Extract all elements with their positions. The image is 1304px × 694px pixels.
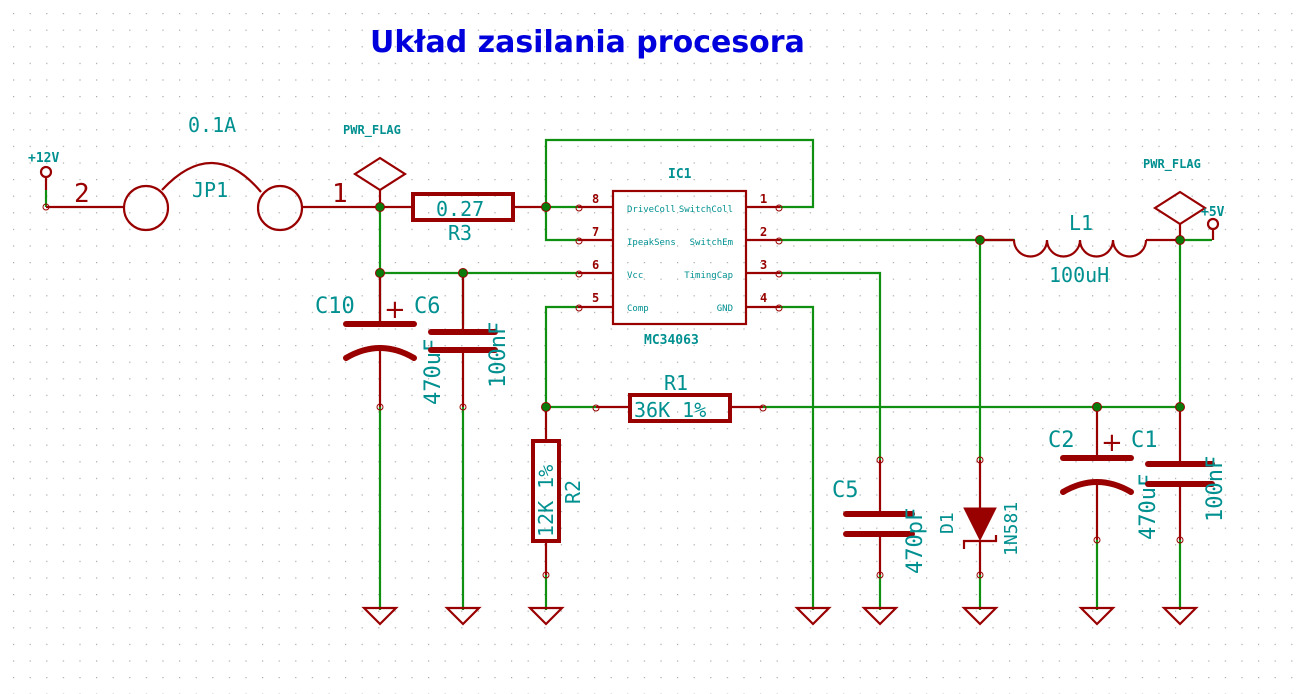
gnd-icon	[861, 606, 899, 626]
capacitor-c5[interactable]: C5 470pF	[832, 456, 928, 579]
pin-number: 3	[760, 258, 767, 272]
gnd-icon	[961, 606, 999, 626]
ic1-mc34063[interactable]: IC1 MC34063 8 DriveColl 7 IpeakSens 6 Vc…	[575, 167, 783, 348]
power-port-5v[interactable]: +5V	[1201, 205, 1225, 240]
c1-ref: C1	[1131, 428, 1158, 453]
ic1-pin-4[interactable]: 4 GND	[717, 291, 783, 314]
c1-value: 100nF	[1203, 456, 1228, 522]
c10-polarity: +	[384, 295, 406, 325]
junction-dot	[1175, 402, 1185, 412]
capacitor-c6[interactable]: C6 100nF	[414, 273, 511, 411]
vin-label: +12V	[28, 151, 59, 166]
vout-label: +5V	[1201, 205, 1225, 220]
diode-d1[interactable]: D1 1N581	[937, 456, 1022, 579]
junction-dot	[458, 268, 468, 278]
gnd-icon	[1078, 606, 1116, 626]
sheet-title: Układ zasilania procesora	[370, 25, 805, 60]
ic1-pin-7[interactable]: 7 IpeakSens	[575, 225, 676, 248]
d1-value: 1N581	[1001, 502, 1022, 556]
c6-ref: C6	[414, 294, 441, 319]
pin-name: TimingCap	[684, 271, 733, 281]
pin-number: 5	[592, 291, 599, 305]
gnd-icon	[444, 606, 482, 626]
gnd-icon	[794, 606, 832, 626]
pin-number: 4	[760, 291, 767, 305]
inductor-l1[interactable]: L1 100uH	[980, 211, 1180, 287]
junction-dot	[1092, 402, 1102, 412]
ic1-value: MC34063	[644, 333, 699, 348]
r2-ref: R2	[561, 480, 585, 504]
capacitor-c10[interactable]: C10 470uF +	[315, 273, 446, 411]
resistor-r1[interactable]: 36K 1% R1	[592, 371, 767, 423]
wires	[44, 138, 1212, 610]
c2-ref: C2	[1048, 428, 1075, 453]
ic1-pin-5[interactable]: 5 Comp	[575, 291, 649, 314]
jp1-value: 0.1A	[188, 113, 236, 137]
pin-number: 1	[760, 192, 767, 206]
r1-value: 36K 1%	[634, 398, 706, 422]
junction-dot	[541, 202, 551, 212]
pin-name: Comp	[627, 304, 649, 314]
l1-ref: L1	[1069, 211, 1093, 235]
pwr-flag-left-label: PWR_FLAG	[343, 123, 401, 138]
pin-name: SwitchEm	[690, 238, 733, 248]
c10-ref: C10	[315, 294, 355, 319]
l1-value: 100uH	[1049, 263, 1109, 287]
pwr-flag-right-label: PWR_FLAG	[1143, 157, 1201, 172]
pin-name: SwitchColl	[679, 205, 733, 215]
pin-number: 2	[760, 225, 767, 239]
c2-polarity: +	[1101, 428, 1123, 458]
c5-ref: C5	[832, 478, 859, 503]
junction-dot	[375, 202, 385, 212]
gnd-icon	[1161, 606, 1199, 626]
ic1-pin-6[interactable]: 6 Vcc	[575, 258, 643, 281]
ic1-ref: IC1	[668, 167, 692, 182]
pin-number: 8	[592, 192, 599, 206]
r3-value: 0.27	[436, 197, 484, 221]
capacitor-c1[interactable]: C1 100nF	[1131, 407, 1228, 544]
junction-dot	[375, 268, 385, 278]
ic1-pin-3[interactable]: 3 TimingCap	[684, 258, 783, 281]
pin-name: IpeakSens	[627, 238, 676, 248]
jp1-pin-right: 1	[332, 179, 348, 209]
ground-symbols	[361, 606, 1199, 626]
c6-value: 100nF	[486, 322, 511, 388]
junction-dot	[1175, 235, 1185, 245]
pin-number: 6	[592, 258, 599, 272]
pwr-flag-left[interactable]: PWR_FLAG	[343, 123, 408, 207]
d1-ref: D1	[937, 512, 958, 534]
junctions	[375, 202, 1185, 412]
r3-ref: R3	[448, 221, 472, 245]
gnd-icon	[527, 606, 565, 626]
ic1-pin-2[interactable]: 2 SwitchEm	[690, 225, 783, 248]
r2-value: 12K 1%	[534, 465, 558, 537]
pin-number: 7	[592, 225, 599, 239]
pin-name: GND	[717, 304, 733, 314]
pin-name: Vcc	[627, 271, 643, 281]
gnd-icon	[361, 606, 399, 626]
c5-value: 470pF	[903, 508, 928, 574]
jp1-ref: JP1	[192, 178, 228, 202]
junction-dot	[541, 402, 551, 412]
junction-dot	[975, 235, 985, 245]
ic1-pin-8[interactable]: 8 DriveColl	[575, 192, 676, 215]
pin-name: DriveColl	[627, 205, 676, 215]
jumper-jp1[interactable]: 0.1A JP1 2 1	[46, 113, 380, 232]
jp1-pin-left: 2	[74, 179, 90, 209]
r1-ref: R1	[664, 371, 688, 395]
ic1-pin-1[interactable]: 1 SwitchColl	[679, 192, 783, 215]
resistor-r2[interactable]: 12K 1% R2	[531, 407, 585, 579]
resistor-r3[interactable]: 0.27 R3	[380, 192, 546, 245]
